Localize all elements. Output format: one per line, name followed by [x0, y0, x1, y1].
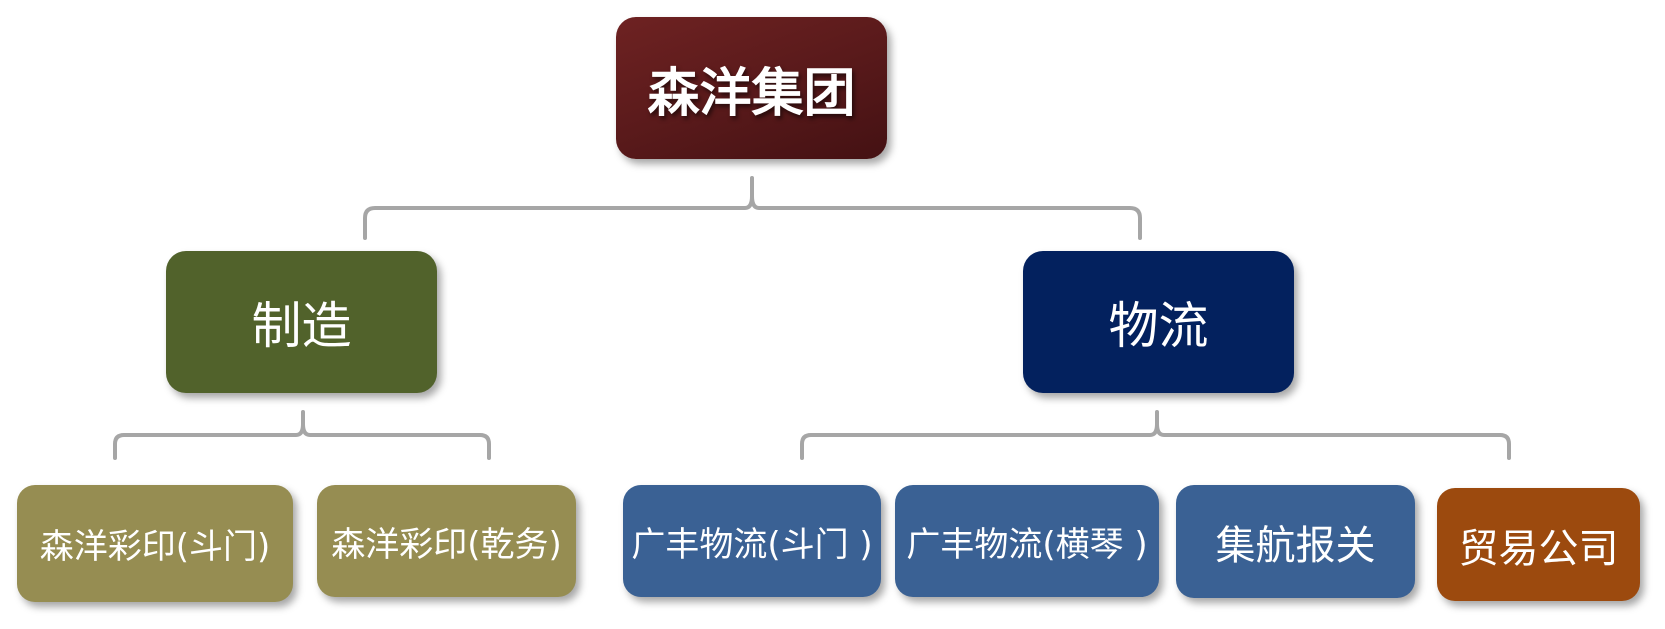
- brace-manufacturing-to-children: [113, 410, 491, 460]
- division-node-logistics: 物流: [1023, 251, 1294, 393]
- subsidiary-label: 森洋彩印(斗门): [39, 527, 271, 567]
- brace-root-to-divisions: [363, 176, 1142, 240]
- subsidiary-label: 广丰物流(横琴 ): [906, 524, 1148, 565]
- subsidiary-node: 森洋彩印(乾务): [317, 485, 576, 597]
- subsidiary-node: 广丰物流(横琴 ): [895, 485, 1159, 597]
- root-node: 森洋集团: [616, 17, 887, 159]
- subsidiary-label: 广丰物流(斗门 ): [631, 524, 873, 565]
- division-label: 制造: [251, 297, 352, 355]
- brace-logistics-to-children: [800, 410, 1511, 460]
- division-label: 物流: [1108, 297, 1209, 355]
- subsidiary-node: 森洋彩印(斗门): [17, 485, 293, 602]
- subsidiary-label: 森洋彩印(乾务): [331, 524, 562, 565]
- subsidiary-node: 集航报关: [1176, 485, 1415, 598]
- subsidiary-label: 贸易公司: [1458, 525, 1619, 572]
- division-node-manufacturing: 制造: [166, 251, 437, 393]
- subsidiary-node: 贸易公司: [1437, 488, 1640, 601]
- subsidiary-label: 集航报关: [1215, 522, 1376, 569]
- root-label: 森洋集团: [647, 63, 856, 124]
- subsidiary-node: 广丰物流(斗门 ): [623, 485, 881, 597]
